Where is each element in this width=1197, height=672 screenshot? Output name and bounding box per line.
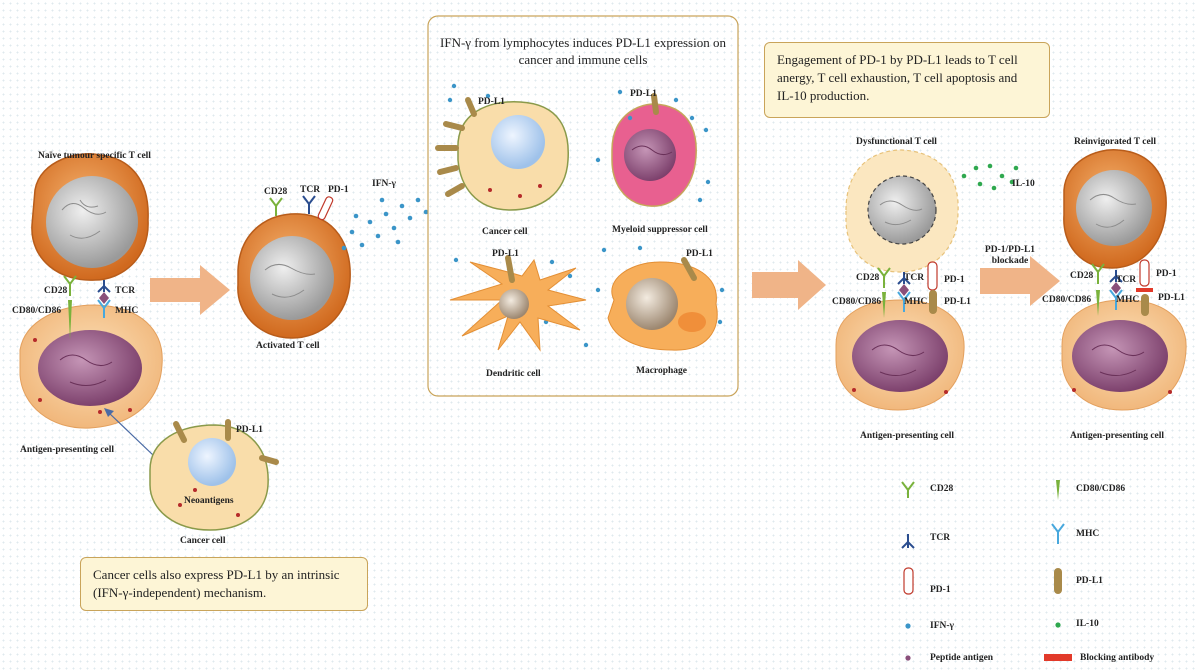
activated-t-cell [237, 195, 351, 339]
legend-label-blocking-antibody: Blocking antibody [1080, 653, 1155, 663]
label-activated-t-cell: Activated T cell [256, 341, 320, 351]
label-cd28-middle: CD28 [856, 273, 880, 283]
label-cancer-cell-panel: Cancer cell [482, 227, 528, 237]
legend-cd28-icon [901, 481, 915, 498]
big-arrow-1 [150, 265, 230, 315]
label-tcr-activated: TCR [300, 185, 321, 195]
legend-label-tcr: TCR [930, 533, 951, 543]
legend-cd80-cd86-icon [1056, 480, 1060, 500]
label-mhc-right: MHC [1116, 295, 1140, 305]
label-pd-1-activated: PD-1 [328, 185, 349, 195]
label-pd-l1-right: PD-L1 [1158, 293, 1185, 303]
legend-label-ifn-gamma: IFN-γ [930, 621, 954, 631]
label-il-10-top: IL-10 [1012, 179, 1035, 189]
antigen-presenting-cell-left [19, 304, 163, 429]
cancer-cell-bottom [149, 419, 279, 531]
cd80-cd86-ligand-naive [68, 300, 72, 340]
engagement-note: Engagement of PD-1 by PD-L1 leads to T c… [764, 42, 1050, 118]
intrinsic-note: Cancer cells also express PD-L1 by an in… [80, 557, 368, 611]
label-macrophage: Macrophage [636, 366, 688, 376]
dysfunctional-t-cell [845, 149, 959, 273]
label-cd80-cd86-right: CD80/CD86 [1042, 295, 1092, 305]
label-dysfunctional-t-cell: Dysfunctional T cell [856, 137, 937, 147]
legend-ifn-gamma-icon [905, 623, 911, 629]
myeloid-suppressor-cell [611, 93, 697, 207]
label-neoantigens: Neoantigens [184, 496, 234, 506]
legend-label-cd80-cd86: CD80/CD86 [1076, 484, 1126, 494]
label-apc-left: Antigen-presenting cell [20, 445, 115, 455]
tcr-mhc-complex-naive [97, 280, 111, 318]
legend-label-pd-l1: PD-L1 [1076, 576, 1103, 586]
dendritic-cell [449, 255, 587, 352]
label-pd-l1-dendritic: PD-L1 [492, 249, 519, 259]
legend-tcr-icon [901, 534, 915, 549]
ifn-panel-box [427, 15, 739, 397]
legend-label-mhc: MHC [1076, 529, 1100, 539]
label-cd28-naive: CD28 [44, 286, 68, 296]
legend-icons [901, 480, 1072, 661]
label-cd80-cd86-naive: CD80/CD86 [12, 306, 62, 316]
label-pd-1-right: PD-1 [1156, 269, 1177, 279]
legend-label-cd28: CD28 [930, 484, 954, 494]
label-apc-right: Antigen-presenting cell [1070, 431, 1165, 441]
label-blockade: PD-1/PD-L1 blockade [984, 245, 1036, 266]
label-mhc-naive: MHC [115, 306, 139, 316]
label-pd-l1-cancer-panel: PD-L1 [478, 97, 505, 107]
label-pd-l1-macrophage: PD-L1 [686, 249, 713, 259]
legend-blocking-antibody-icon [1044, 654, 1072, 661]
label-mhc-middle: MHC [904, 297, 928, 307]
label-cd28-right: CD28 [1070, 271, 1094, 281]
big-arrow-2 [752, 260, 826, 310]
label-myeloid-suppressor-cell: Myeloid suppressor cell [612, 225, 708, 235]
panel-title: IFN-γ from lymphocytes induces PD-L1 exp… [440, 35, 726, 67]
label-cd80-cd86-middle: CD80/CD86 [832, 297, 882, 307]
receptors-middle [877, 261, 938, 318]
il-10-particles [961, 163, 1019, 191]
label-cd28-activated: CD28 [264, 187, 288, 197]
cd28-receptor-naive [63, 275, 77, 296]
legend-pd-1-icon [903, 567, 914, 595]
antigen-presenting-cell-right [1061, 299, 1187, 411]
naive-t-cell [31, 153, 149, 281]
receptors-right [1091, 259, 1153, 316]
cancer-cell-panel [435, 97, 569, 211]
ifn-gamma-particles [341, 197, 429, 251]
macrophage [607, 257, 718, 351]
reinvigorated-t-cell [1063, 149, 1167, 269]
big-arrow-3 [980, 256, 1060, 306]
legend-label-il-10: IL-10 [1076, 619, 1099, 629]
label-dendritic-cell: Dendritic cell [486, 369, 541, 379]
label-apc-middle: Antigen-presenting cell [860, 431, 955, 441]
label-reinvigorated-t-cell: Reinvigorated T cell [1074, 137, 1156, 147]
label-pd-l1-myeloid: PD-L1 [630, 89, 657, 99]
label-pd-1-middle: PD-1 [944, 275, 965, 285]
label-tcr-naive: TCR [115, 286, 136, 296]
label-ifn-gamma-top: IFN-γ [372, 179, 396, 189]
label-pd-l1-bottom: PD-L1 [236, 425, 263, 435]
antigen-presenting-cell-middle [835, 299, 965, 411]
legend-label-peptide-antigen: Peptide antigen [930, 653, 994, 663]
label-cancer-cell-bottom: Cancer cell [180, 536, 226, 546]
legend-label-pd-1: PD-1 [930, 585, 951, 595]
label-pd-l1-middle: PD-L1 [944, 297, 971, 307]
legend-peptide-antigen-icon [905, 655, 911, 661]
legend-il-10-icon [1055, 622, 1061, 628]
legend-pd-l1-icon [1054, 568, 1062, 594]
legend-mhc-icon [1051, 523, 1065, 544]
label-tcr-right: TCR [1116, 275, 1137, 285]
label-tcr-middle: TCR [904, 273, 925, 283]
label-naive-t-cell: Naïve tumour specific T cell [38, 151, 151, 161]
